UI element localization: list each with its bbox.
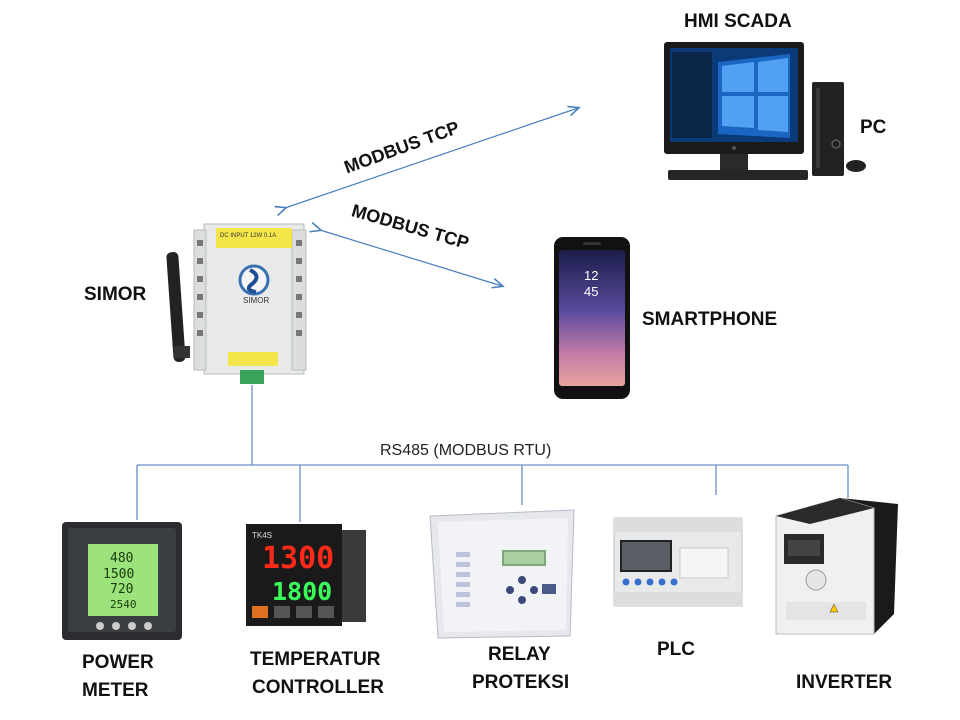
link-simor-smartphone [320, 230, 502, 286]
svg-text:SIMOR: SIMOR [243, 296, 269, 305]
svg-text:480: 480 [110, 551, 133, 566]
temperature-controller-label-line2: CONTROLLER [252, 677, 384, 698]
inverter-device [775, 497, 898, 635]
svg-text:1500: 1500 [103, 567, 134, 582]
rs485-bus-label: RS485 (MODBUS RTU) [380, 442, 552, 459]
plc-device [613, 517, 743, 607]
svg-text:1800: 1800 [272, 577, 332, 606]
temperature-controller-device: TK4S 1300 1800 [246, 524, 366, 626]
rs485-bus [136, 385, 849, 522]
power-meter-label-line2: METER [82, 680, 149, 701]
hmi-scada-label: HMI SCADA [684, 11, 792, 32]
power-meter-label-line1: POWER [82, 652, 154, 673]
pc-device [664, 42, 866, 180]
svg-text:720: 720 [110, 582, 133, 597]
smartphone-label: SMARTPHONE [642, 309, 778, 330]
link-simor-pc [285, 108, 578, 208]
pc-label: PC [860, 117, 887, 138]
relay-proteksi-device [429, 509, 575, 639]
temperature-controller-label-line1: TEMPERATUR [250, 649, 381, 670]
inverter-label: INVERTER [796, 672, 893, 693]
relay-proteksi-label-line2: PROTEKSI [472, 672, 570, 693]
plc-label: PLC [657, 639, 695, 660]
smartphone-device: 12 45 [554, 237, 630, 399]
relay-proteksi-label-line1: RELAY [488, 644, 551, 665]
svg-text:DC INPUT 12W 0.1A: DC INPUT 12W 0.1A [220, 233, 276, 239]
power-meter-device: 480 1500 720 2540 [62, 522, 182, 640]
svg-text:12: 12 [584, 268, 598, 283]
svg-text:TK4S: TK4S [252, 531, 272, 540]
simor-device: DC INPUT 12W 0.1A SIMOR [166, 223, 307, 384]
svg-text:1300: 1300 [262, 541, 334, 576]
svg-text:45: 45 [584, 284, 598, 299]
svg-text:2540: 2540 [110, 598, 137, 611]
simor-label: SIMOR [84, 284, 147, 305]
